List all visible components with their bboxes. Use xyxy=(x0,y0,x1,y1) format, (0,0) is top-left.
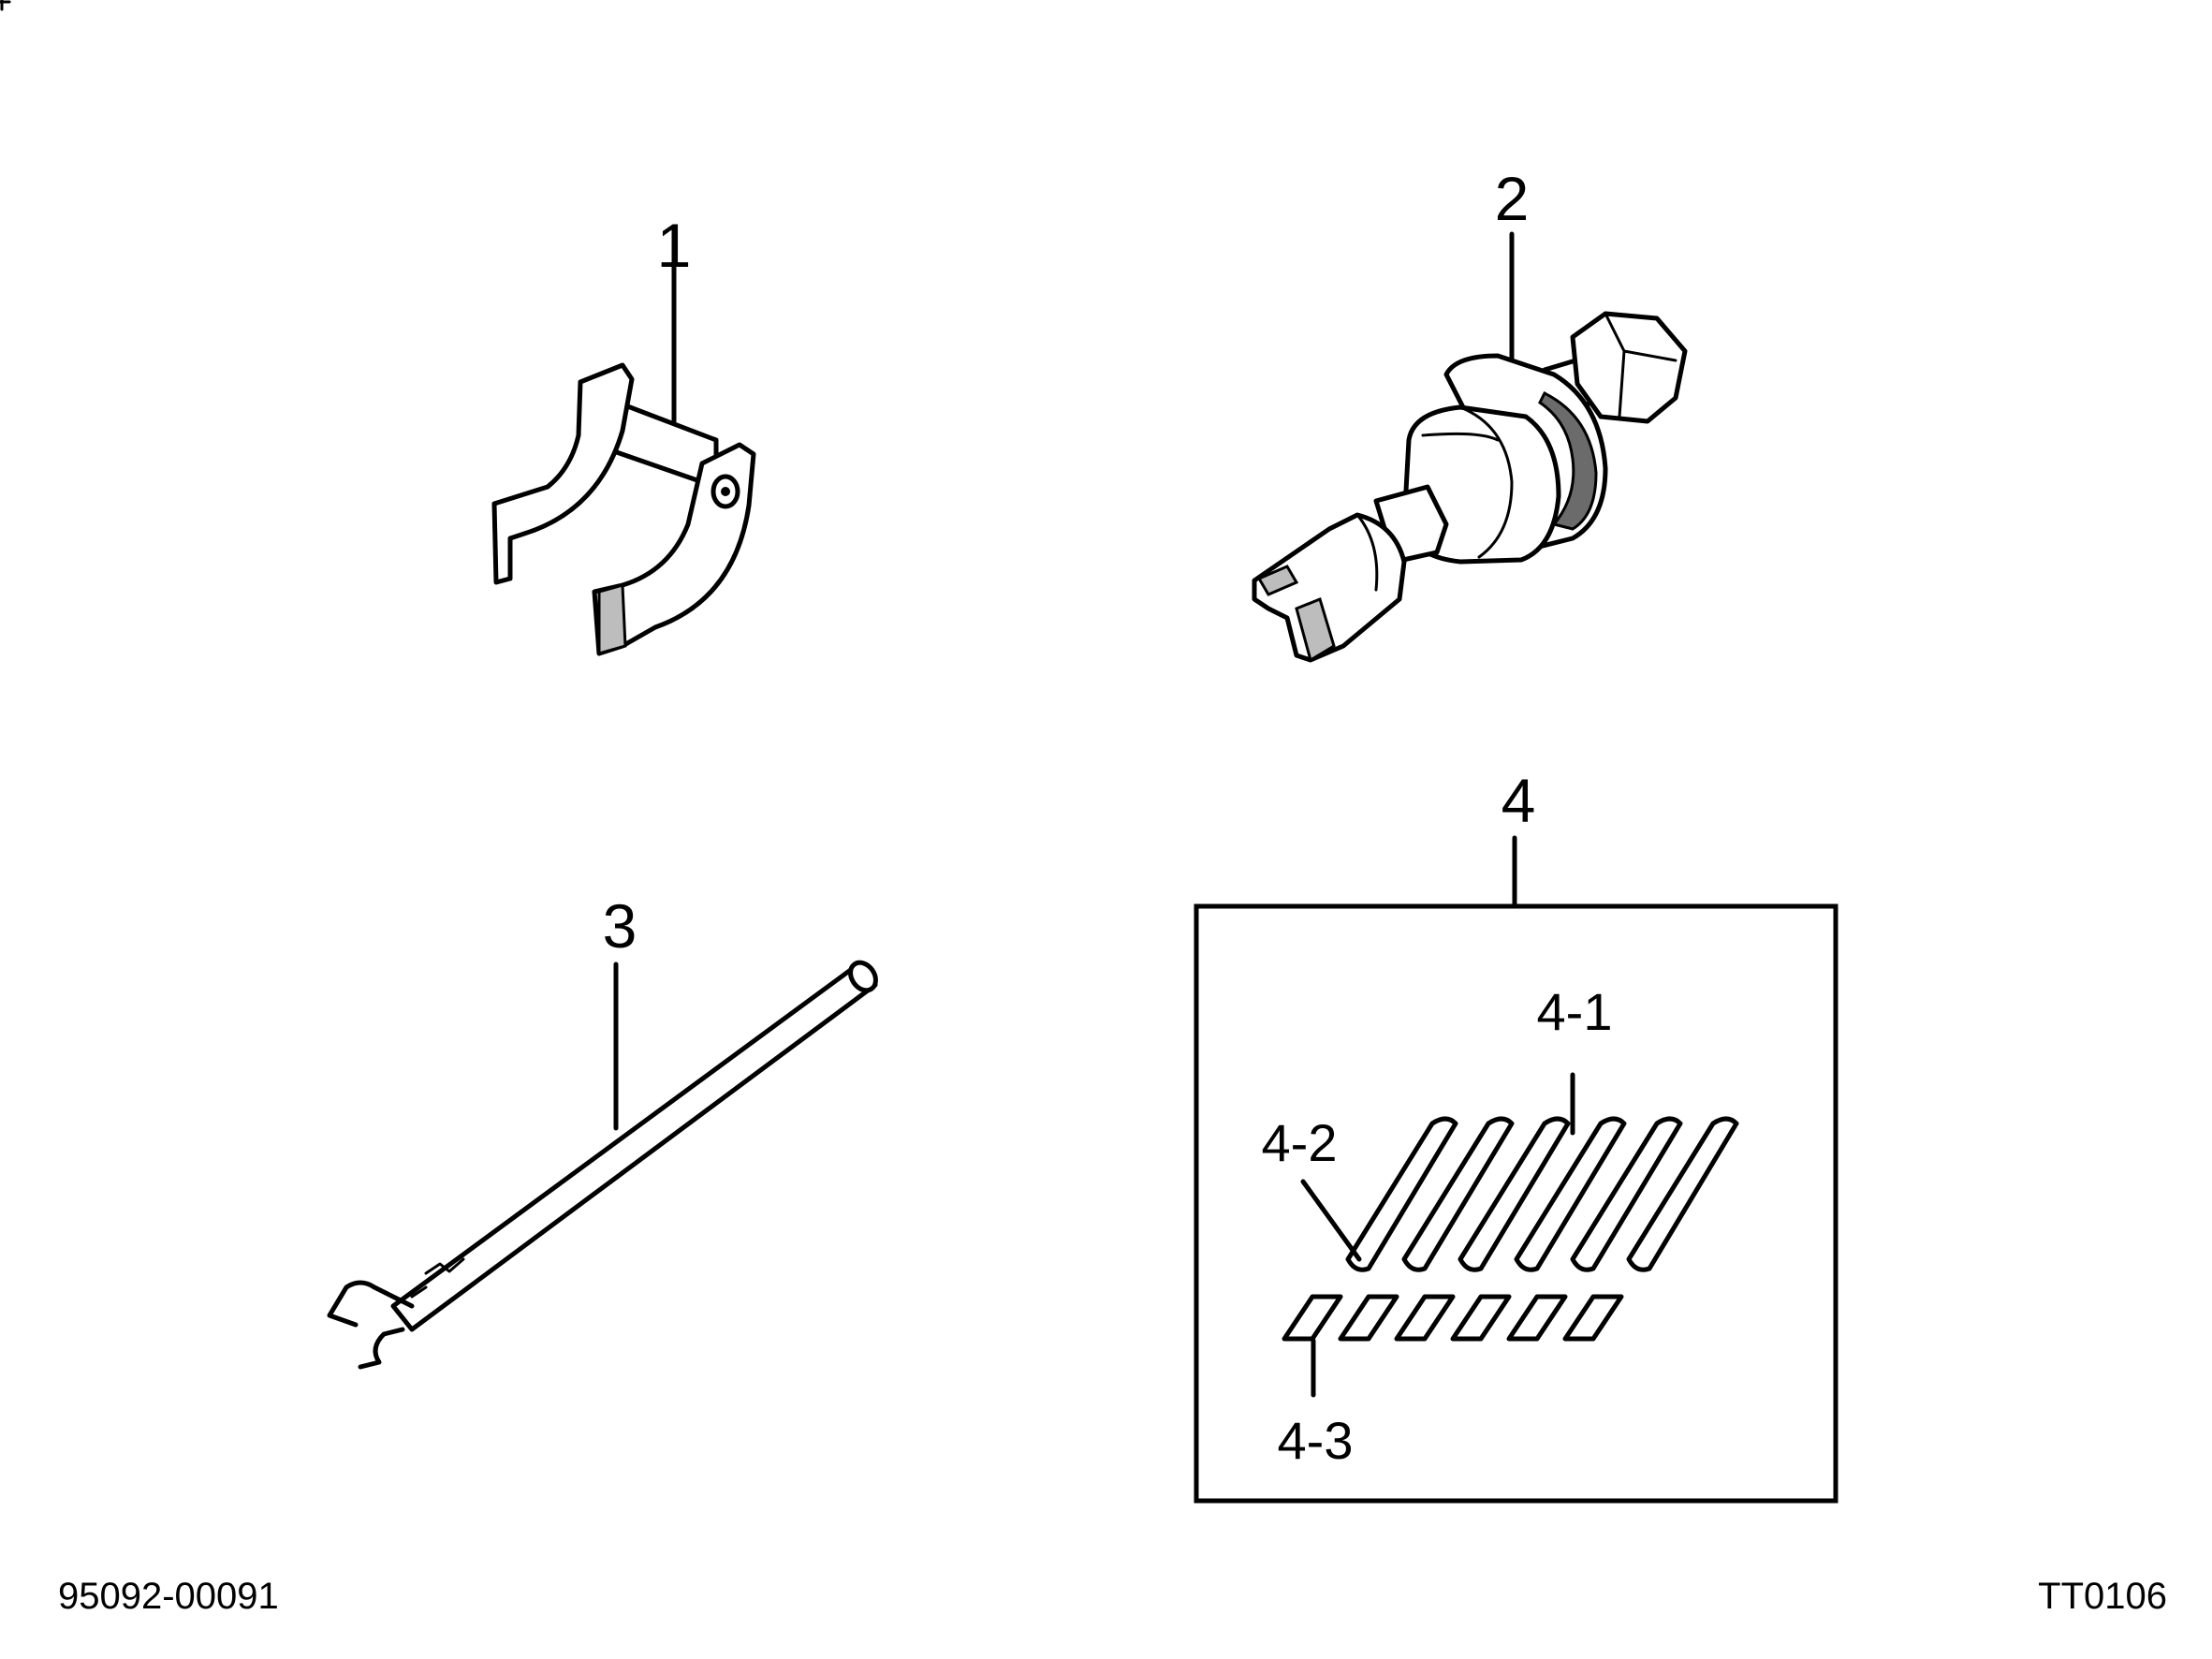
corner-mark xyxy=(0,0,11,11)
callout-4-2: 4-2 xyxy=(1262,1113,1338,1172)
short-gauge-strips xyxy=(1282,1294,1624,1342)
part-4-gauge-kit xyxy=(1194,835,1838,1504)
callout-4-3: 4-3 xyxy=(1278,1411,1354,1470)
part-1-fork-tool xyxy=(491,227,756,656)
part-number-code: 95092-00091 xyxy=(58,1576,279,1617)
callout-4: 4 xyxy=(1502,766,1536,835)
long-gauge-strips xyxy=(1345,1116,1739,1272)
callout-1: 1 xyxy=(657,211,692,280)
callout-4-1: 4-1 xyxy=(1537,982,1613,1041)
figure-code: TT0106 xyxy=(2038,1576,2167,1617)
part-3-rod-tool xyxy=(327,960,878,1370)
part-2-puller-tool xyxy=(1252,231,1688,663)
leader-line-4-2 xyxy=(1300,1179,1362,1262)
callout-3: 3 xyxy=(603,891,637,961)
callout-2: 2 xyxy=(1495,164,1530,233)
